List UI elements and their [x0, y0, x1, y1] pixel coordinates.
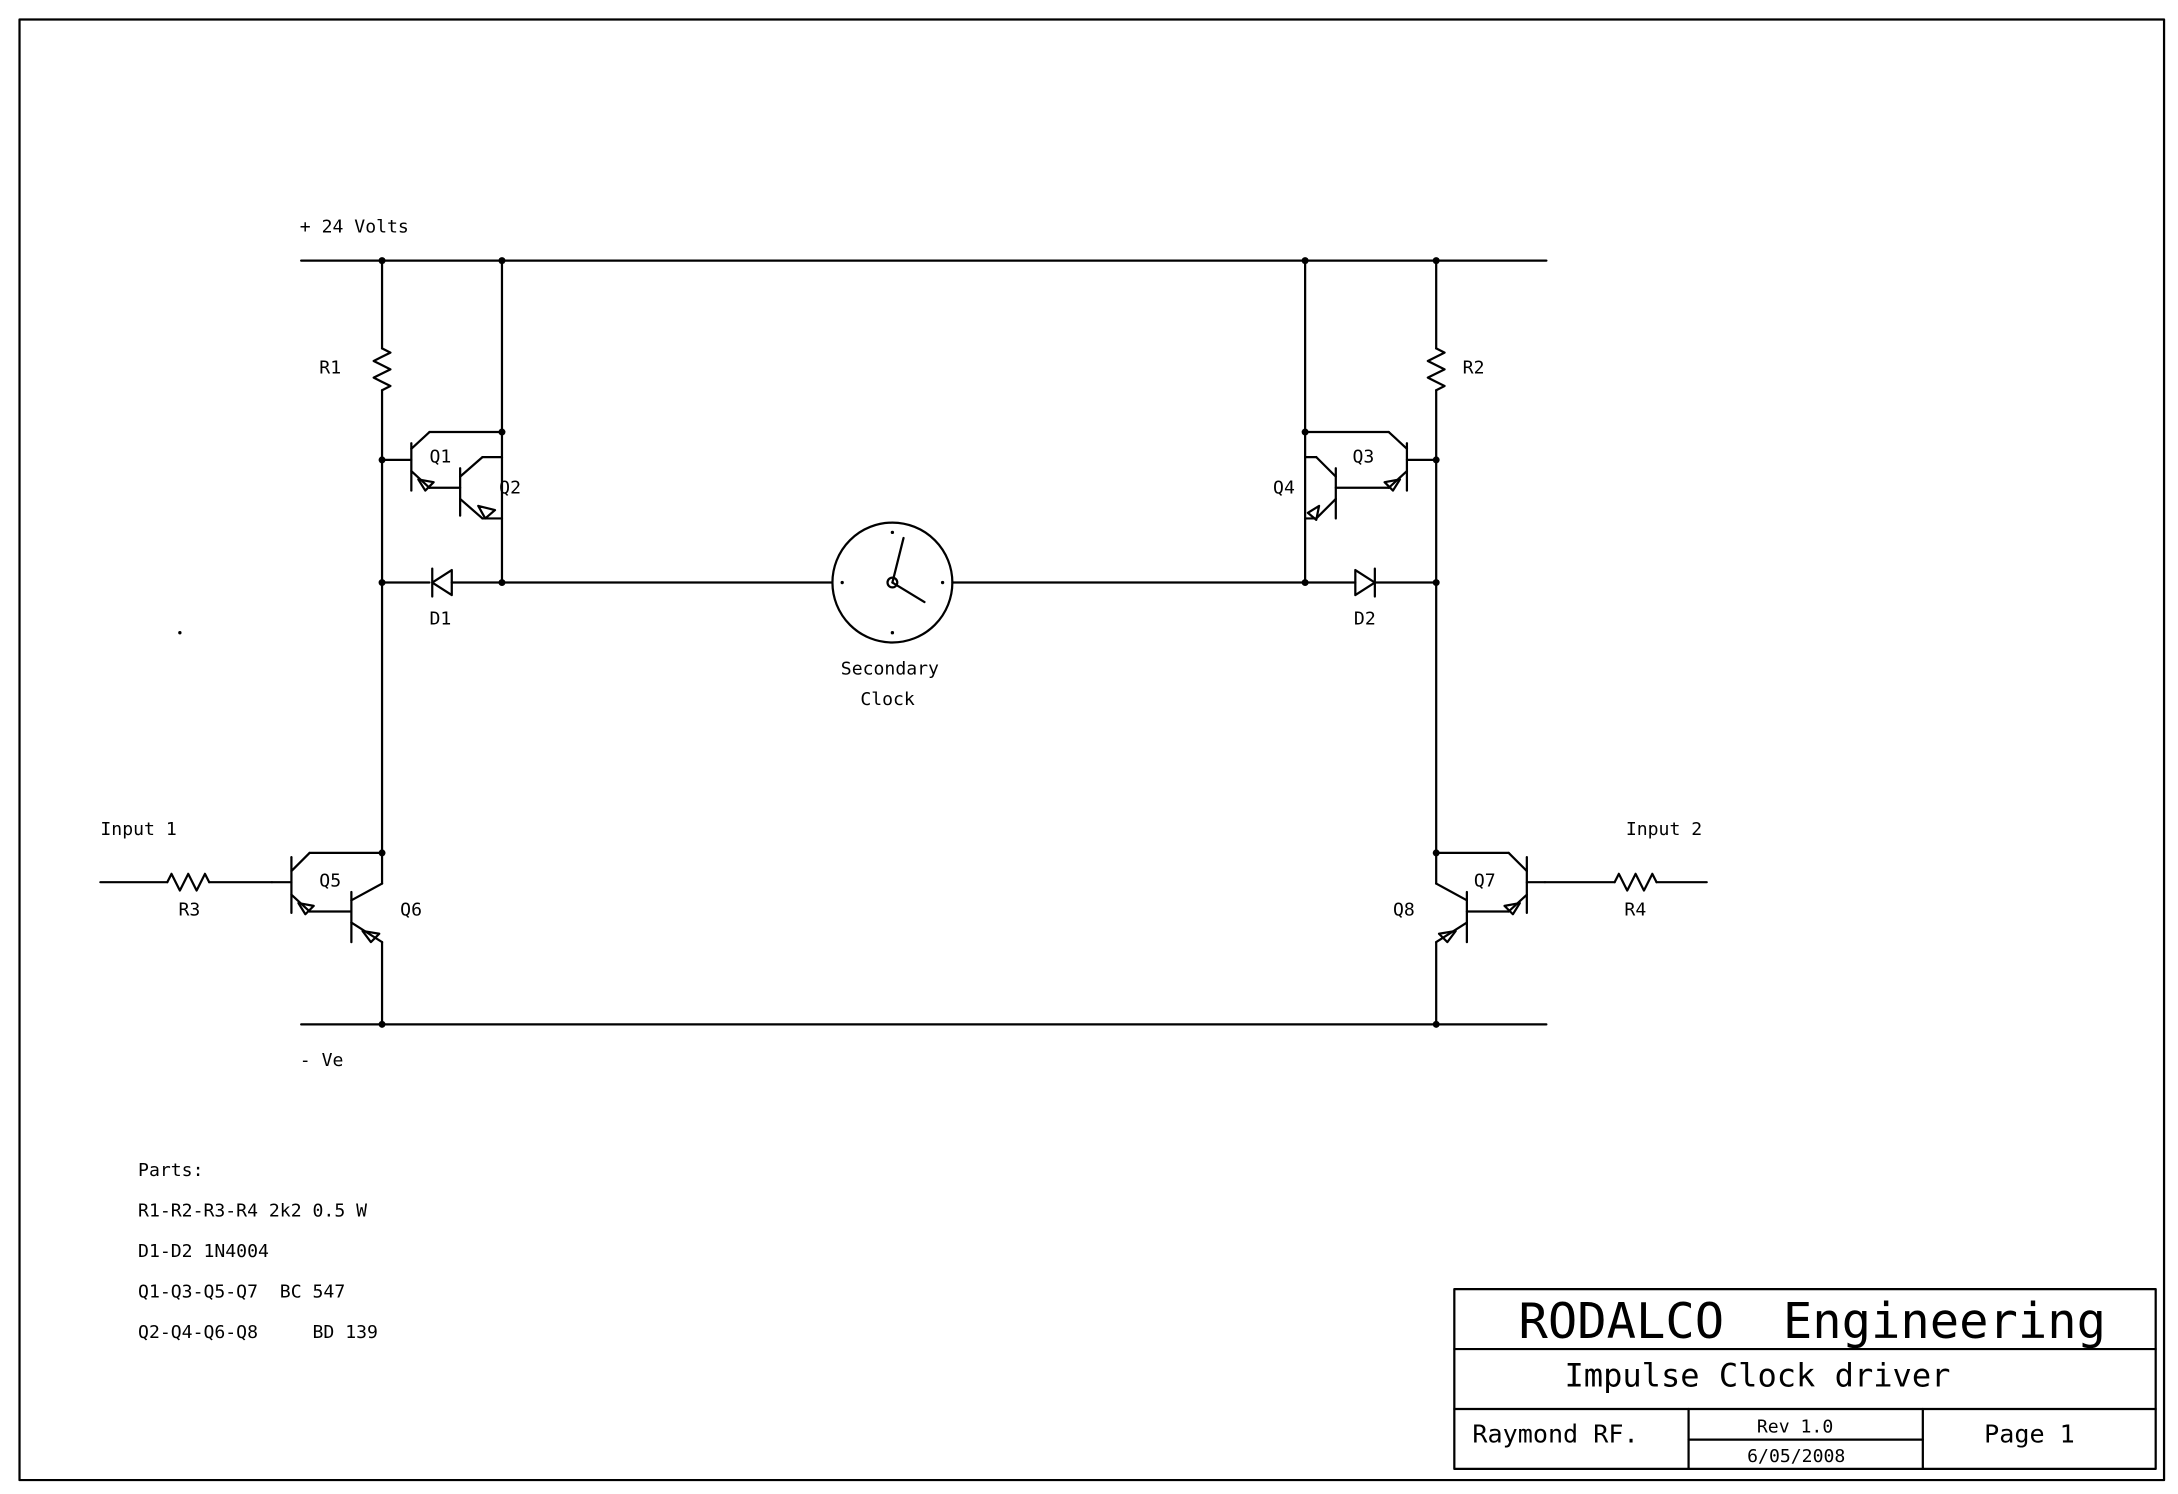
right-half-bridge: R2 Q3 Q4: [1273, 259, 1708, 1026]
negative-rail: - Ve: [300, 1023, 1548, 1071]
clock-label-line1: Secondary: [841, 659, 939, 680]
parts-item: R1-R2-R3-R4 2k2 0.5 W: [138, 1201, 367, 1222]
q7-label: Q7: [1474, 870, 1496, 891]
clock-hour-hand: [891, 536, 905, 584]
sheet-border: [18, 18, 2166, 1482]
q4-label: Q4: [1273, 477, 1295, 498]
clock-minute-hand: [891, 581, 926, 604]
negative-rail-label: - Ve: [300, 1050, 344, 1071]
transistor-q7: Q7: [1435, 851, 1547, 916]
date: 6/05/2008: [1747, 1446, 1845, 1467]
q3-label: Q3: [1353, 447, 1375, 468]
parts-item: Q1-Q3-Q5-Q7 BC 547: [138, 1281, 345, 1302]
secondary-clock: Secondary Clock: [500, 521, 1307, 710]
transistor-q2: Q2: [459, 456, 521, 520]
clock-label-line2: Clock: [860, 689, 915, 710]
diode-d1: D1: [380, 567, 504, 629]
r2-label: R2: [1463, 358, 1485, 379]
q8-label: Q8: [1393, 900, 1415, 921]
q5-label: Q5: [319, 870, 341, 891]
title-block: RODALCO Engineering Impulse Clock driver…: [1453, 1288, 2157, 1471]
q6-label: Q6: [400, 900, 422, 921]
r4-label: R4: [1624, 900, 1646, 921]
drawing-title: Impulse Clock driver: [1564, 1357, 1950, 1395]
d1-label: D1: [429, 608, 451, 629]
company-name: RODALCO Engineering: [1518, 1293, 2106, 1350]
resistor-r3: R3: [99, 872, 274, 921]
q1-label: Q1: [429, 447, 451, 468]
r3-label: R3: [178, 900, 200, 921]
positive-rail-label: + 24 Volts: [300, 217, 409, 238]
revision: Rev 1.0: [1757, 1417, 1833, 1438]
input-1-label: Input 1: [100, 819, 176, 840]
resistor-r4: R4: [1543, 872, 1708, 921]
resistor-r2: R2: [1426, 259, 1485, 855]
transistor-q1: Q1: [380, 430, 504, 492]
parts-item: D1-D2 1N4004: [138, 1241, 269, 1262]
transistor-q4: Q4: [1273, 456, 1337, 521]
author: Raymond RF.: [1472, 1419, 1638, 1448]
input-2-label: Input 2: [1626, 819, 1702, 840]
left-half-bridge: R1 Q1 Q2: [99, 259, 521, 1026]
transistor-q5: Q5: [270, 851, 384, 916]
d2-label: D2: [1354, 608, 1376, 629]
parts-item: Q2-Q4-Q6-Q8 BD 139: [138, 1322, 378, 1343]
resistor-r1: R1: [319, 259, 392, 855]
positive-rail: + 24 Volts: [300, 217, 1548, 262]
transistor-q3: Q3: [1304, 430, 1438, 492]
r1-label: R1: [319, 358, 341, 379]
clock-face-icon: [831, 521, 954, 644]
diode-d2: D2: [1304, 567, 1438, 629]
transistor-q8: Q8: [1393, 851, 1468, 1026]
transistor-q6: Q6: [350, 851, 422, 1026]
page-number: Page 1: [1984, 1419, 2075, 1448]
junction-dots: [178, 257, 1440, 1028]
parts-list: Parts: R1-R2-R3-R4 2k2 0.5 W D1-D2 1N400…: [138, 1160, 378, 1343]
q2-label: Q2: [499, 477, 521, 498]
parts-heading: Parts:: [138, 1160, 203, 1181]
